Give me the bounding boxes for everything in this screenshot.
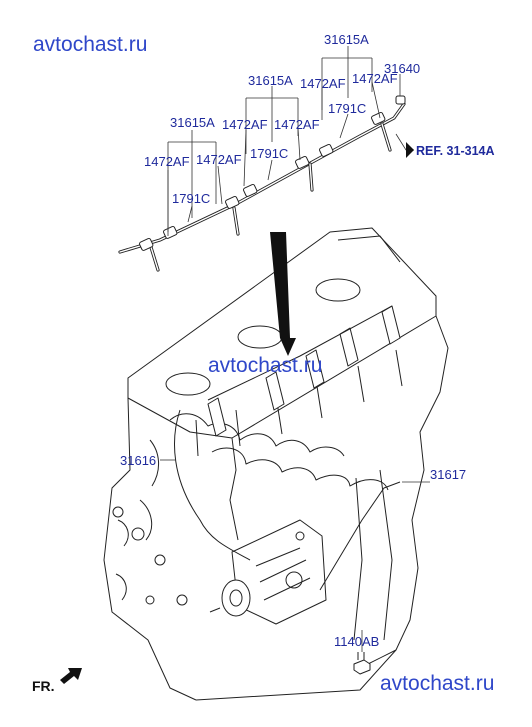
front-direction: FR.: [32, 668, 82, 694]
front-label: FR.: [32, 678, 55, 694]
leak-off-pipe-assembly: [118, 95, 406, 591]
ref-arrow-icon: [406, 142, 414, 158]
watermarks: avtochast.ru avtochast.ru avtochast.ru: [33, 33, 494, 695]
label-1791C-b: 1791C: [250, 146, 288, 161]
label-1472AF-e: 1472AF: [144, 154, 190, 169]
watermark-center: avtochast.ru: [208, 354, 322, 377]
label-31616: 31616: [120, 453, 156, 468]
label-31617: 31617: [430, 467, 466, 482]
bolt-1140AB: [353, 652, 371, 675]
label-1791C-c: 1791C: [172, 191, 210, 206]
label-1472AF-a: 1472AF: [300, 76, 346, 91]
part-labels: 31615A 31640 1472AF 1472AF 31615A 1791C …: [120, 32, 495, 649]
assembly-arrow: [270, 232, 296, 356]
front-arrow-icon: [60, 668, 82, 684]
label-31615A-top: 31615A: [324, 32, 369, 47]
label-31615A-left: 31615A: [170, 115, 215, 130]
label-31615A-mid: 31615A: [248, 73, 293, 88]
label-1140AB: 1140AB: [334, 634, 379, 649]
injectors: [207, 305, 401, 437]
label-31640: 31640: [384, 61, 420, 76]
label-1472AF-b: 1472AF: [352, 71, 398, 86]
pipe-connectors: [139, 95, 406, 272]
leader-lines: [160, 46, 430, 652]
label-1472AF-d: 1472AF: [274, 117, 320, 132]
label-1791C-a: 1791C: [328, 101, 366, 116]
watermark-top: avtochast.ru: [33, 33, 147, 56]
ref-label: REF. 31-314A: [416, 144, 495, 158]
label-1472AF-c: 1472AF: [222, 117, 268, 132]
watermark-bottom: avtochast.ru: [380, 672, 494, 695]
label-1472AF-f: 1472AF: [196, 152, 242, 167]
